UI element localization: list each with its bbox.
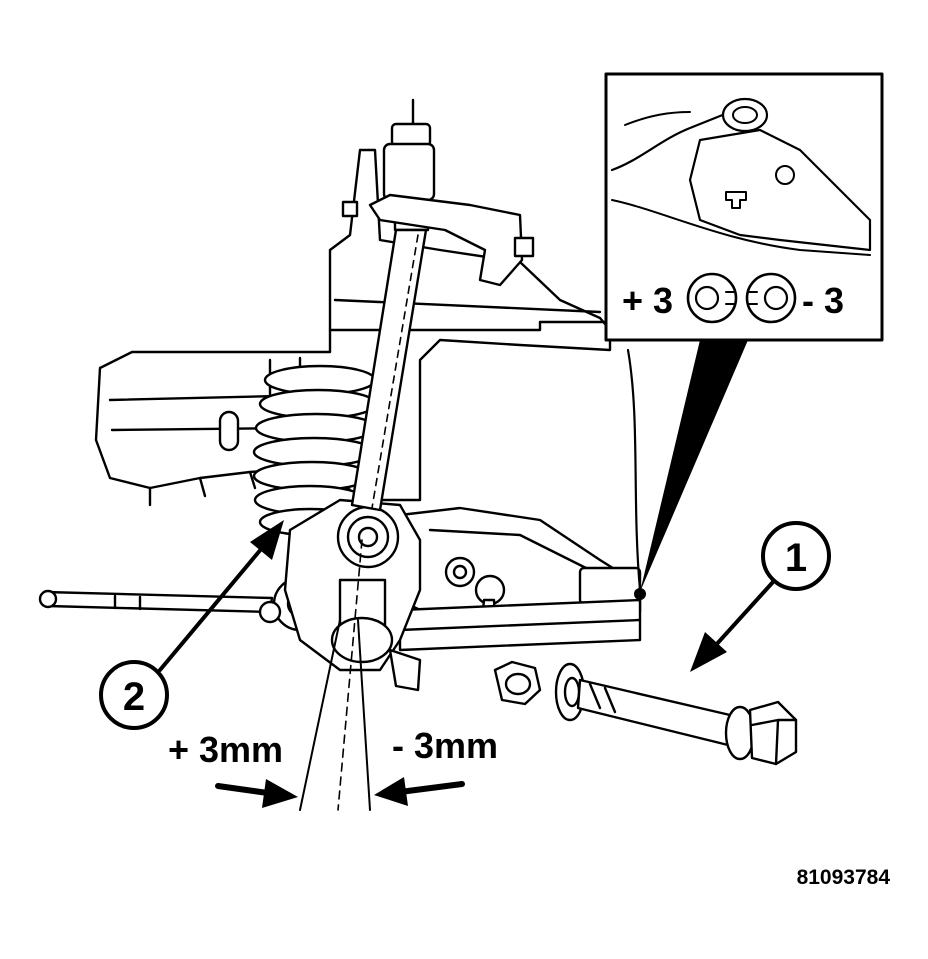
inset-minus-label: - 3	[802, 280, 844, 321]
inset-plus-label: + 3	[622, 280, 673, 321]
adjustment-plus-label: + 3mm	[168, 729, 283, 770]
minus-arrow	[374, 777, 465, 806]
callout-2-number: 2	[123, 675, 145, 719]
strut-assembly	[341, 98, 535, 512]
crossbar	[398, 598, 642, 652]
body-panel	[626, 348, 642, 592]
plus-arrow	[215, 779, 298, 808]
camber-lines	[299, 539, 371, 811]
cam-bolt-assembly	[493, 660, 798, 766]
inset-detail: + 3 - 3	[604, 72, 884, 342]
callout-1-number: 1	[785, 536, 807, 580]
cam-washer-plus-icon	[686, 272, 738, 324]
cam-washer-minus-icon	[745, 272, 797, 324]
steering-knuckle	[283, 498, 422, 692]
figure-number: 81093784	[797, 866, 891, 889]
callout-1: 1	[690, 521, 831, 672]
bolt-location-marker	[634, 588, 646, 600]
inset-pointer	[640, 340, 748, 592]
callout-2: 2	[99, 520, 284, 730]
adjustment-minus-label: - 3mm	[392, 725, 498, 766]
